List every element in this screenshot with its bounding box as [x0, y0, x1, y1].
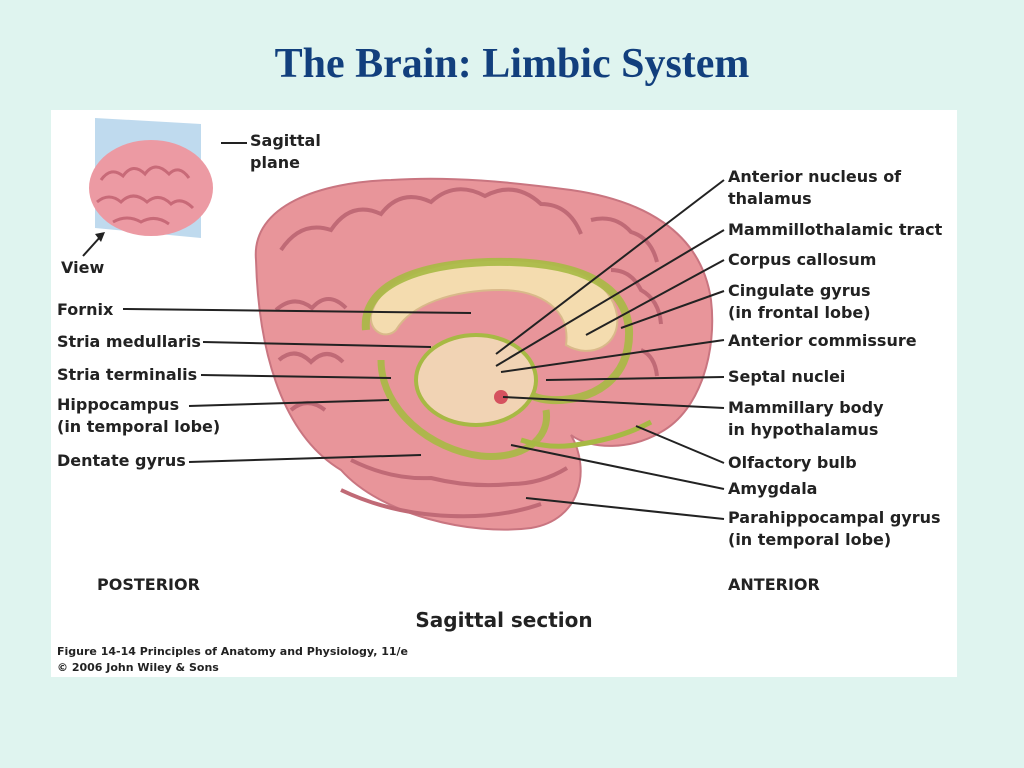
label-stria-terminalis: Stria terminalis: [57, 365, 198, 384]
label-anterior-commissure: Anterior commissure: [728, 331, 917, 350]
caption-line-1: Figure 14-14 Principles of Anatomy and P…: [57, 645, 409, 658]
posterior-label: POSTERIOR: [97, 575, 200, 594]
label-septal-nuclei: Septal nuclei: [728, 367, 846, 386]
section-title: Sagittal section: [415, 608, 593, 632]
label-dentate-gyrus: Dentate gyrus: [57, 451, 186, 470]
label-hippocampus: Hippocampus (in temporal lobe): [57, 395, 221, 436]
label-cingulate-gyrus: Cingulate gyrus (in frontal lobe): [728, 281, 871, 322]
brain-illustration: [82, 118, 725, 531]
label-anterior-nucleus-of-thalamus: Anterior nucleus of thalamus: [728, 167, 902, 208]
view-label: View: [61, 258, 105, 277]
label-parahippocampal-gyrus: Parahippocampal gyrus (in temporal lobe): [728, 508, 941, 549]
anterior-label: ANTERIOR: [728, 575, 820, 594]
sagittal-plane-label: Sagittal plane: [250, 131, 321, 172]
label-corpus-callosum: Corpus callosum: [728, 250, 877, 269]
label-olfactory-bulb: Olfactory bulb: [728, 453, 857, 472]
label-amygdala: Amygdala: [728, 479, 818, 498]
brain-figure: Sagittal plane View Fornix Stria medulla…: [51, 110, 957, 677]
figure-caption: Figure 14-14 Principles of Anatomy and P…: [57, 644, 408, 676]
main-brain: [254, 177, 714, 531]
inset-brain: [82, 118, 247, 257]
label-mammillothalamic-tract: Mammillothalamic tract: [728, 220, 943, 239]
label-fornix: Fornix: [57, 300, 114, 319]
label-stria-medullaris: Stria medullaris: [57, 332, 201, 351]
leader-lines: [122, 179, 725, 520]
label-mammillary-body: Mammillary body in hypothalamus: [728, 398, 884, 439]
slide-title: The Brain: Limbic System: [274, 41, 750, 87]
caption-line-2: © 2006 John Wiley & Sons: [57, 661, 219, 674]
